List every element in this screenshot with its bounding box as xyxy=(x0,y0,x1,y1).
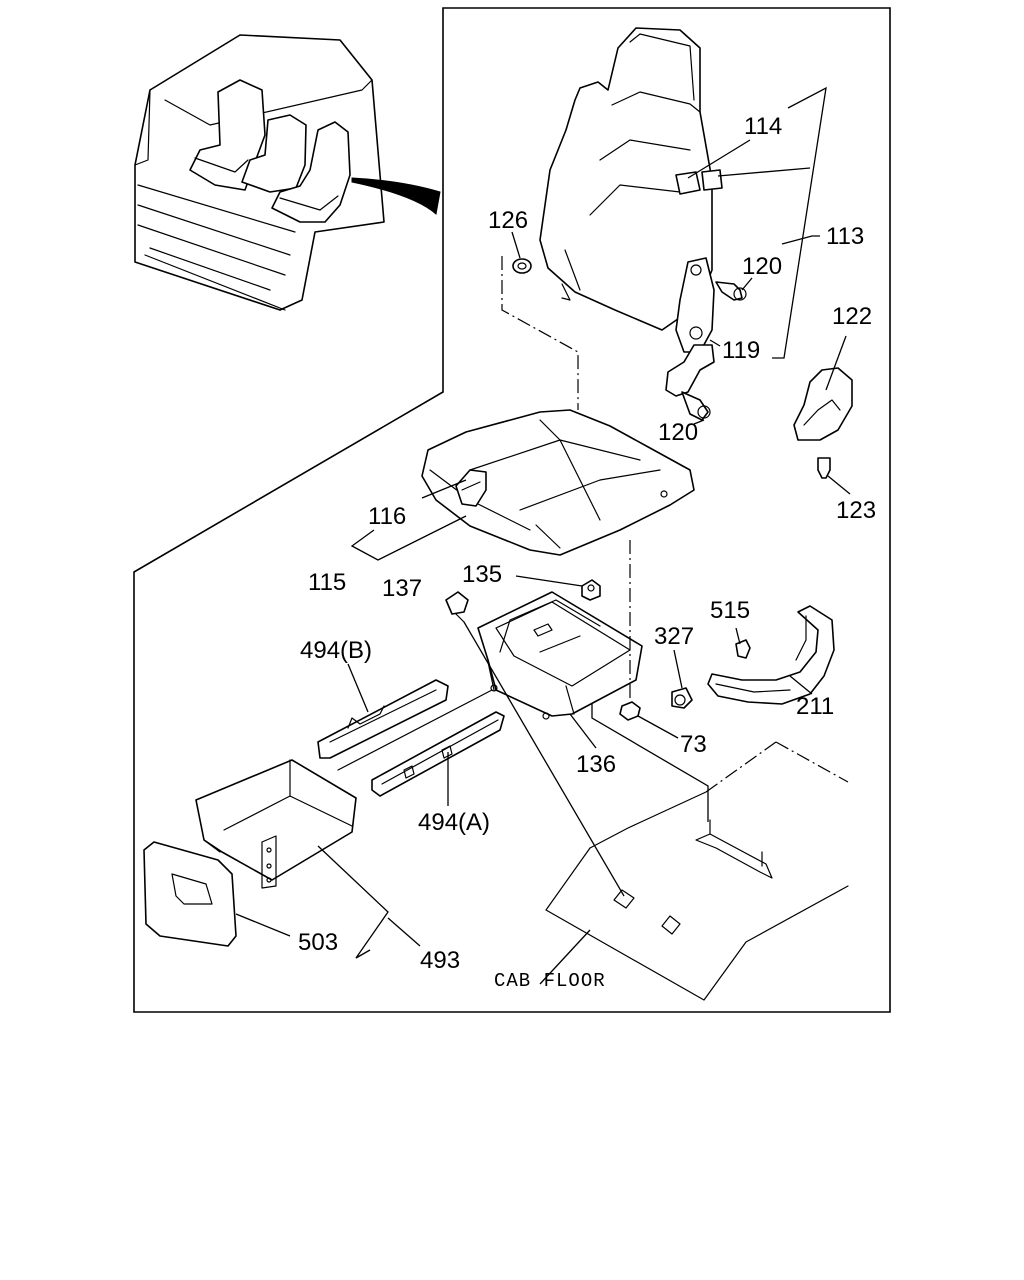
label-114: 114 xyxy=(744,113,782,140)
label-327: 327 xyxy=(654,623,694,650)
diagram-frame xyxy=(133,7,891,1013)
label-122: 122 xyxy=(832,303,872,330)
seat-rails xyxy=(317,679,505,797)
label-119: 119 xyxy=(722,337,760,364)
seat-base-bracket xyxy=(445,579,643,721)
label-113: 113 xyxy=(826,223,864,250)
label-115: 115 xyxy=(308,569,346,596)
side-cover-part xyxy=(793,367,853,479)
label-cab-floor: CAB FLOOR xyxy=(494,970,606,992)
label-120-upper: 120 xyxy=(742,253,782,280)
label-123: 123 xyxy=(836,497,876,524)
seat-cushion-assembly xyxy=(421,409,695,556)
storage-tray-assembly xyxy=(143,759,357,947)
leader-lines xyxy=(235,86,851,985)
label-494b: 494(B) xyxy=(300,637,372,664)
label-211: 211 xyxy=(796,693,834,720)
assembly-lines xyxy=(463,256,709,897)
label-515: 515 xyxy=(710,597,750,624)
label-493: 493 xyxy=(420,947,460,974)
label-494a: 494(A) xyxy=(418,809,490,836)
inset-pointer-arrow xyxy=(351,177,441,215)
cab-overview-illustration xyxy=(134,34,441,311)
part-labels: 114 113 126 120 119 120 122 123 116 115 … xyxy=(298,113,876,992)
label-137: 137 xyxy=(382,575,422,602)
label-73: 73 xyxy=(680,731,707,758)
label-126: 126 xyxy=(488,207,528,234)
label-136: 136 xyxy=(576,751,616,778)
label-120-lower: 120 xyxy=(658,419,698,446)
seat-back-assembly xyxy=(512,27,747,421)
cab-floor xyxy=(545,741,849,1001)
label-116: 116 xyxy=(368,503,406,530)
label-135: 135 xyxy=(462,561,502,588)
label-503: 503 xyxy=(298,929,338,956)
belt-holder-part xyxy=(671,605,835,709)
